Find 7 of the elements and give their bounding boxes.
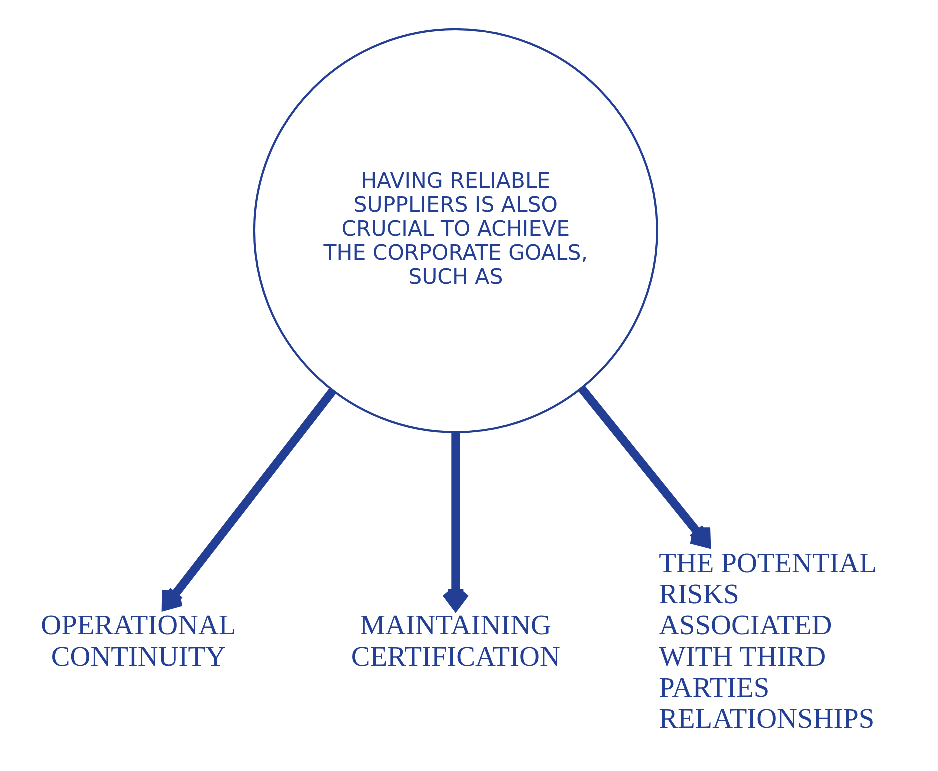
node-text: MAINTAINING CERTIFICATION	[351, 610, 560, 672]
node-text: THE POTENTIAL RISKS ASSOCIATED WITH THIRD PARTIES RELATIONSHIPS	[659, 548, 877, 735]
arrow	[578, 385, 712, 548]
node-circle: HAVING RELIABLE SUPPLIERS IS ALSO CRUCIAL TO ACHIEVE THE CORPORATE GOALS, SUCH AS	[253, 28, 658, 433]
arrow	[162, 388, 337, 610]
node-text: OPERATIONAL CONTINUITY	[41, 610, 236, 672]
arrow	[442, 432, 470, 610]
